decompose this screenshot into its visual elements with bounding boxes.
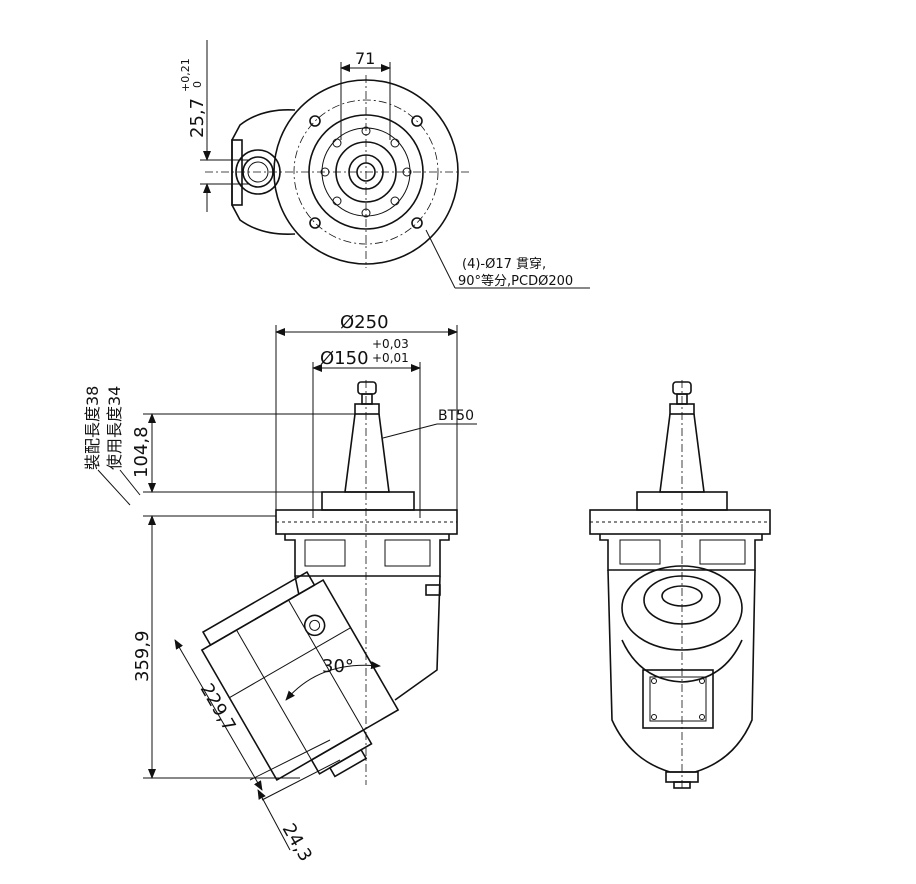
dim-71: 71: [355, 49, 375, 68]
hole-note-line1: (4)-Ø17 貫穿,: [462, 256, 546, 272]
dim-24-3: 24,3: [278, 820, 316, 865]
use-length: 使用長度34: [105, 386, 124, 470]
tol-d150-lower: +0,01: [372, 351, 409, 365]
dim-d250: Ø250: [340, 312, 389, 333]
tol-25-7-lower: 0: [191, 81, 204, 88]
front-view: Ø250 Ø150 +0,03 +0,01 BT50: [83, 312, 477, 865]
assembly-length: 裝配長度38: [83, 386, 102, 470]
tol-25-7-upper: +0,21: [179, 58, 192, 92]
dim-25-7: 25,7: [187, 98, 208, 138]
dim-30: 30°: [322, 656, 354, 677]
tol-d150-upper: +0,03: [372, 337, 409, 351]
dim-104-8: 104,8: [131, 426, 152, 478]
hole-note-line2: 90°等分,PCDØ200: [458, 273, 573, 289]
dim-d150: Ø150: [320, 348, 369, 369]
top-view: 71 25,7 +0,21 0 (4)-Ø17 貫穿, 90°等分,PCDØ20…: [179, 40, 590, 289]
dim-359-9: 359,9: [132, 630, 153, 682]
side-view: [589, 380, 771, 790]
bt50-label: BT50: [438, 408, 474, 424]
